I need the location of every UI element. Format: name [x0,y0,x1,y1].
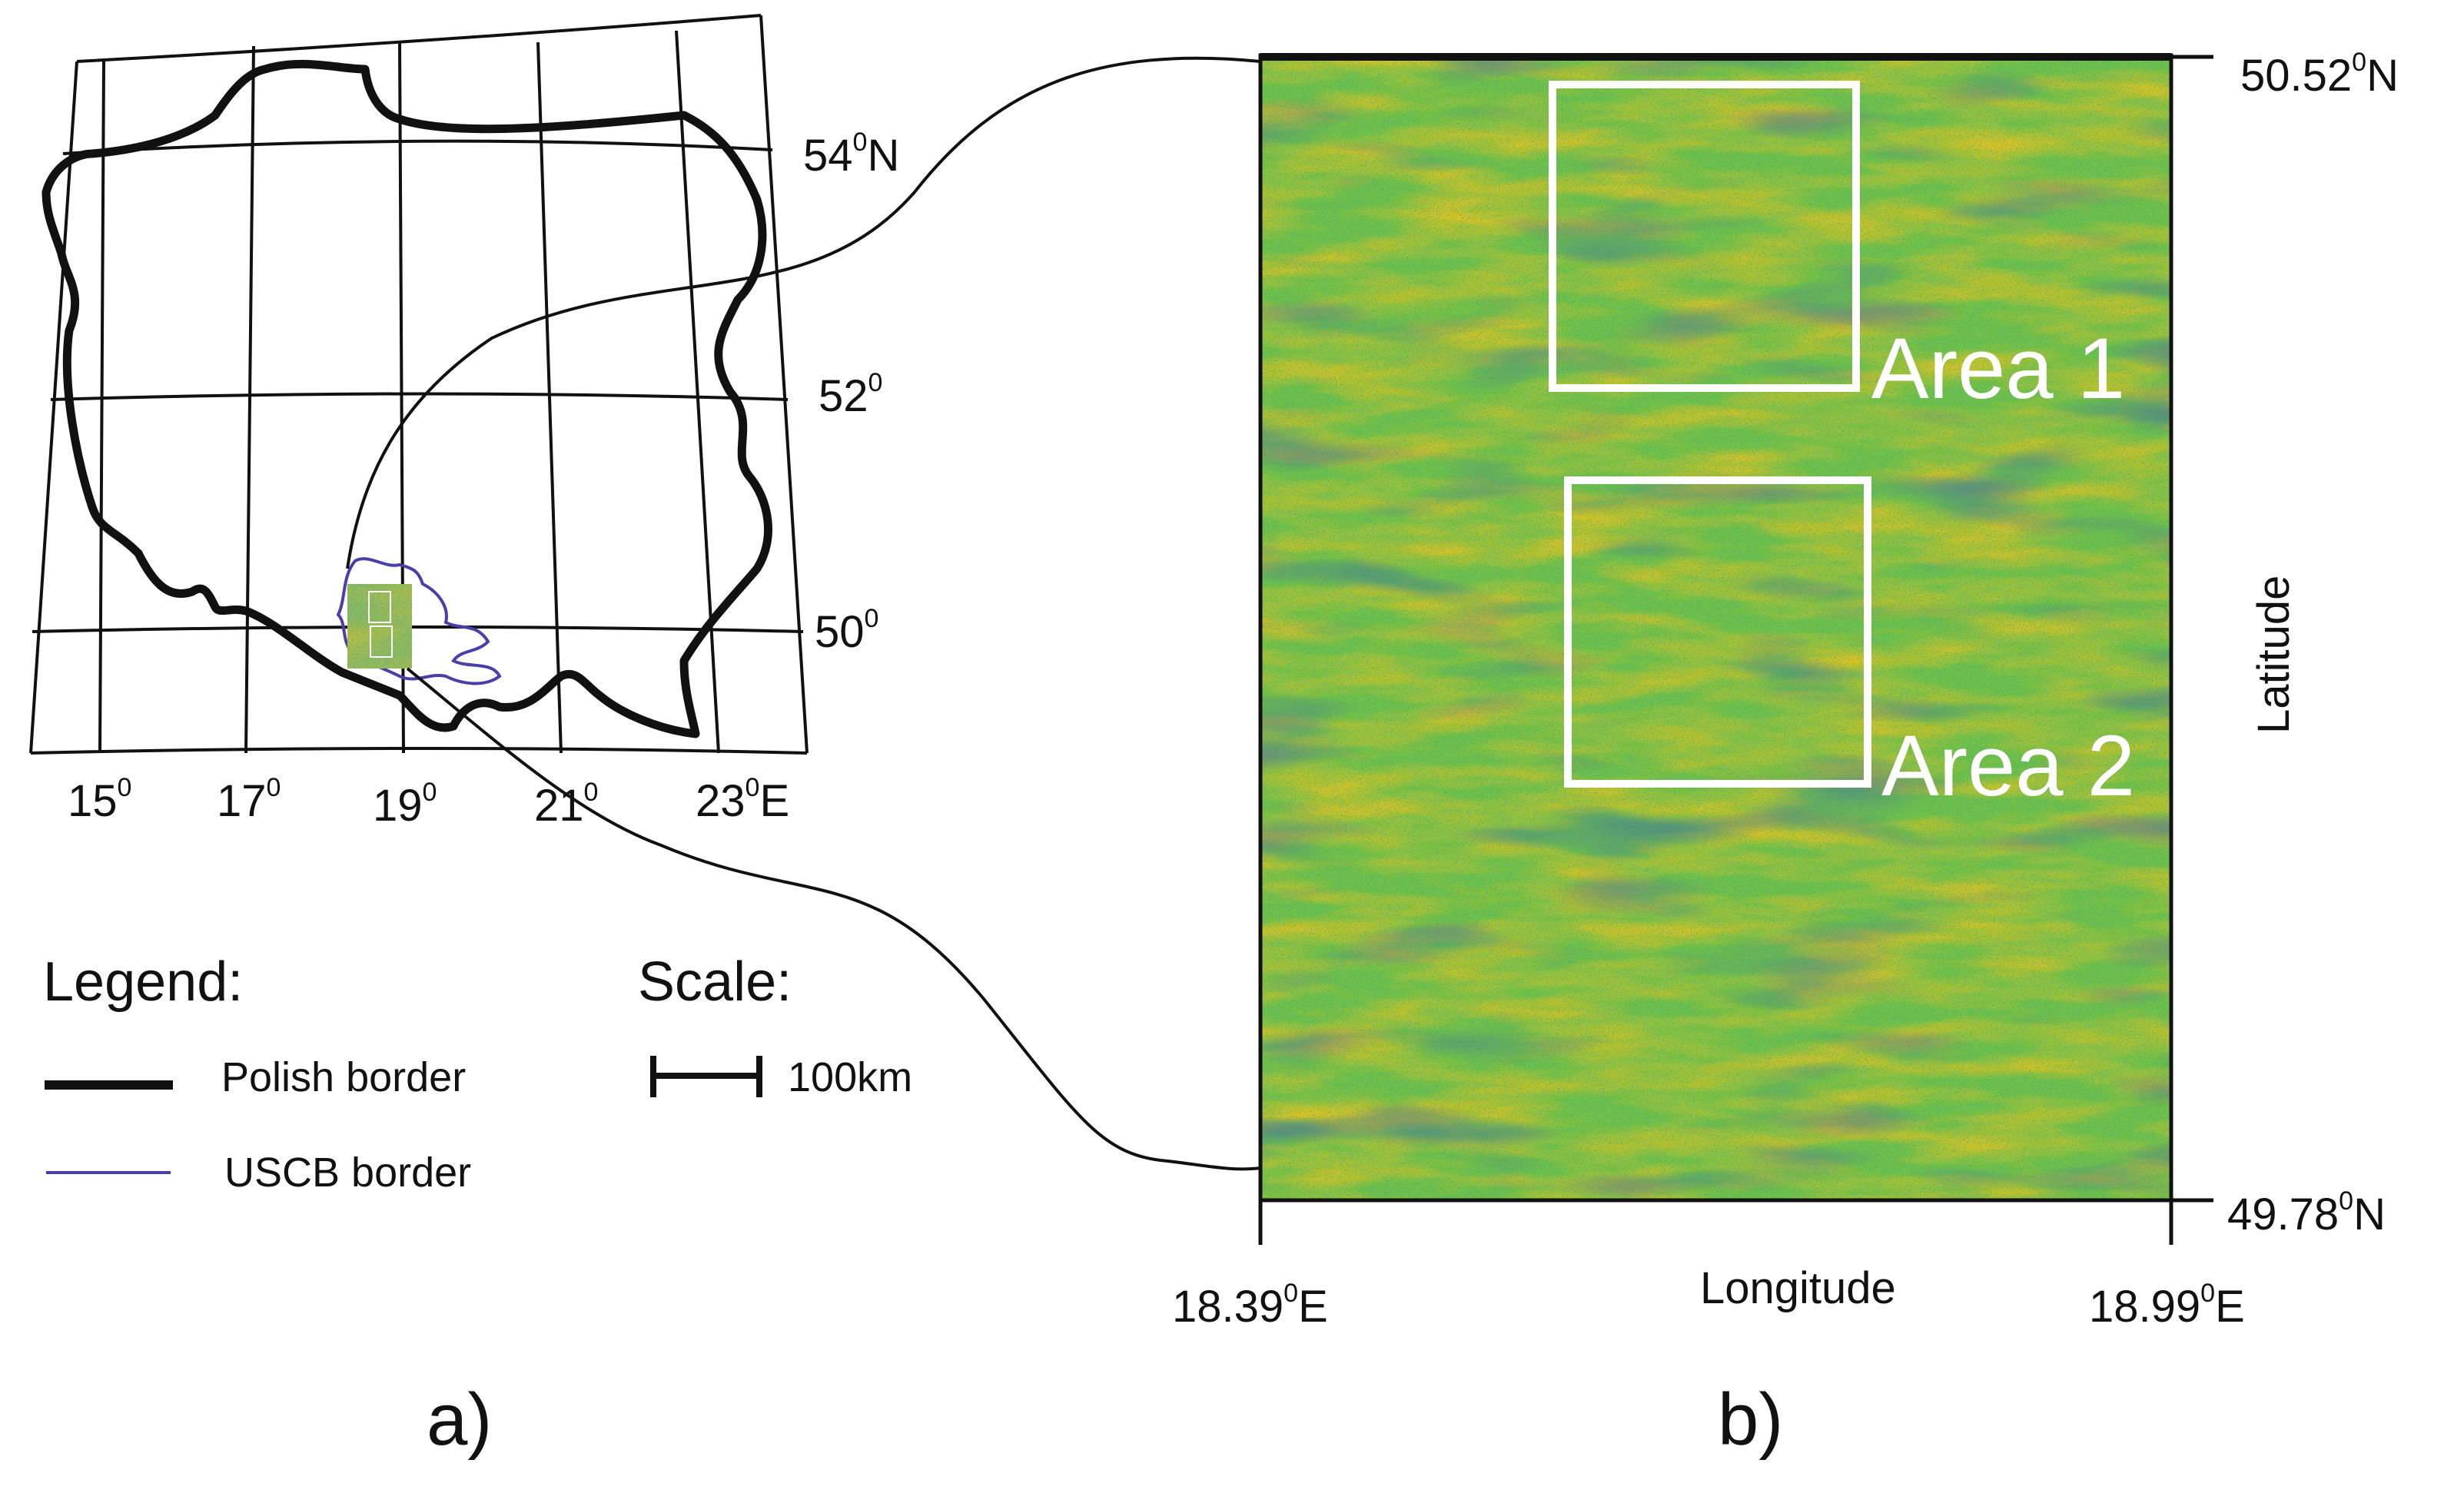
study-area-image: Area 1 Area 2 50.520N 49.780N 18.390E 18… [1172,48,2399,1332]
lon-left-label: 18.390E [1172,1279,1328,1332]
x-axis-label: Longitude [1700,1263,1896,1313]
legend: Legend: Polish border USCB border [43,951,471,1196]
polish-border [42,59,772,738]
latitude-labels: 540N 520 500 [803,128,899,657]
study-area-thumbnail [347,584,412,669]
legend-label-uscb-border: USCB border [224,1150,471,1196]
area-1-box [1549,81,1860,392]
area-2-box [1564,476,1871,788]
scale-bar: Scale: 100km [638,951,912,1100]
meridian-17 [244,45,255,754]
lat-top-label: 50.520N [2240,48,2399,101]
parallel-54b [62,139,773,155]
zoom-connectors [346,56,1261,1171]
panel-a-label: a) [427,1379,492,1461]
lon-label-15: 150 [68,773,131,826]
connector-bottom [406,667,1261,1171]
lat-bottom-label: 49.780N [2227,1186,2386,1239]
y-axis-label: Latitude [2249,576,2299,734]
connector-top [346,56,1261,569]
scale-title: Scale: [638,951,792,1013]
lon-label-17: 170 [217,773,281,826]
scale-label: 100km [788,1054,912,1100]
meridian-16 [98,61,105,754]
meridian-23 [675,30,720,754]
panel-b-label: b) [1718,1379,1783,1461]
legend-label-polish-border: Polish border [221,1054,466,1100]
poland-overview-map: 540N 520 500 150 170 190 210 230E [29,14,899,831]
lon-label-23: 230E [696,773,789,826]
legend-title: Legend: [43,951,243,1013]
meridian-24 [759,15,809,754]
longitude-labels: 150 170 190 210 230E [68,773,789,831]
parallel-52 [50,392,789,401]
lat-label-52: 520 [819,368,882,421]
lon-right-label: 18.990E [2089,1279,2245,1332]
image-teal-speckle [1260,55,2171,1200]
lon-label-19: 190 [373,778,437,831]
area-1-label: Area 1 [1871,320,2125,416]
parallel-54 [76,14,762,63]
lat-label-50: 500 [815,604,878,657]
area-2-label: Area 2 [1881,718,2135,814]
lon-label-21: 210 [534,778,598,831]
parallel-48 [30,747,808,755]
corner-ticks [1258,55,2213,1245]
lat-label-54: 540N [803,128,899,181]
meridian-15 [29,61,78,754]
parallel-50 [32,625,804,633]
meridian-21 [536,41,563,754]
